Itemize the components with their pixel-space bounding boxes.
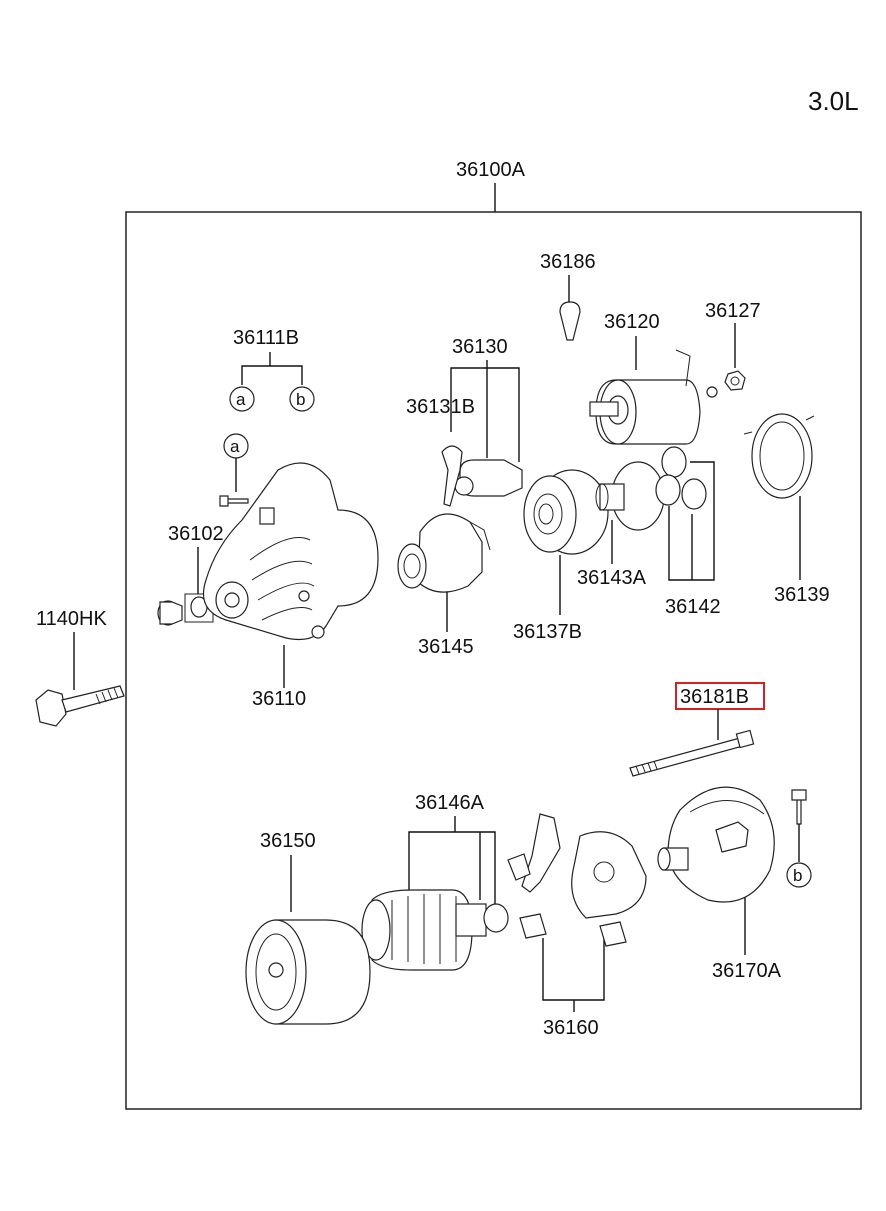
engine-label: 3.0L xyxy=(808,86,859,116)
part-36145[interactable]: 36145 xyxy=(397,513,491,658)
part-36110[interactable]: 36110 xyxy=(202,462,379,710)
part-36186[interactable]: 36186 xyxy=(540,251,596,341)
part-36130[interactable]: 36130 xyxy=(450,336,523,497)
callout-b-screw: b xyxy=(786,789,812,888)
part-36111B[interactable]: 36111B a b xyxy=(229,327,315,412)
part-label-36160: 36160 xyxy=(543,1017,599,1039)
part-label-36145: 36145 xyxy=(418,636,474,658)
assembly-frame xyxy=(125,211,862,1110)
part-1140HK[interactable]: 1140HK xyxy=(35,608,125,727)
part-36120[interactable]: 36120 xyxy=(589,311,718,445)
part-36146A[interactable]: 36146A xyxy=(361,792,509,971)
part-label-36146A: 36146A xyxy=(415,792,485,814)
callout-b-2: b xyxy=(793,866,802,885)
part-36131B[interactable]: 36131B xyxy=(406,396,475,507)
part-36143A[interactable]: 36143A xyxy=(577,461,665,589)
callout-a: a xyxy=(236,390,246,409)
part-36127[interactable]: 36127 xyxy=(705,300,761,391)
part-label-36181B: 36181B xyxy=(680,686,749,708)
part-36102[interactable]: 36102 xyxy=(157,523,224,626)
part-36170A[interactable]: 36170A xyxy=(657,786,782,982)
callout-a-2: a xyxy=(230,437,240,456)
part-36160[interactable]: 36160 xyxy=(507,813,647,1039)
part-label-36137B: 36137B xyxy=(513,621,582,643)
part-label-36170A: 36170A xyxy=(712,960,782,982)
callout-b: b xyxy=(296,390,305,409)
part-36142[interactable]: 36142 xyxy=(655,446,721,618)
part-36181B[interactable]: 36181B xyxy=(629,682,765,777)
part-36137B[interactable]: 36137B xyxy=(513,469,609,643)
part-label-36102: 36102 xyxy=(168,523,224,545)
part-36139[interactable]: 36139 xyxy=(743,413,830,606)
part-label-36111B: 36111B xyxy=(233,327,299,349)
part-label-36186: 36186 xyxy=(540,251,596,273)
part-label-36150: 36150 xyxy=(260,830,316,852)
callout-a-bolt: a xyxy=(219,433,249,507)
part-label-36130: 36130 xyxy=(452,336,508,358)
part-label-36142: 36142 xyxy=(665,596,721,618)
part-36150[interactable]: 36150 xyxy=(245,830,371,1025)
highlight-box-36181B xyxy=(675,682,765,710)
assembly-label: 36100A xyxy=(456,159,526,181)
part-label-36127: 36127 xyxy=(705,300,761,322)
part-label-36139: 36139 xyxy=(774,584,830,606)
part-label-36110: 36110 xyxy=(252,688,306,710)
part-label-36143A: 36143A xyxy=(577,567,647,589)
part-label-36131B: 36131B xyxy=(406,396,475,418)
part-label-36120: 36120 xyxy=(604,311,660,333)
part-label-1140HK: 1140HK xyxy=(36,608,107,630)
